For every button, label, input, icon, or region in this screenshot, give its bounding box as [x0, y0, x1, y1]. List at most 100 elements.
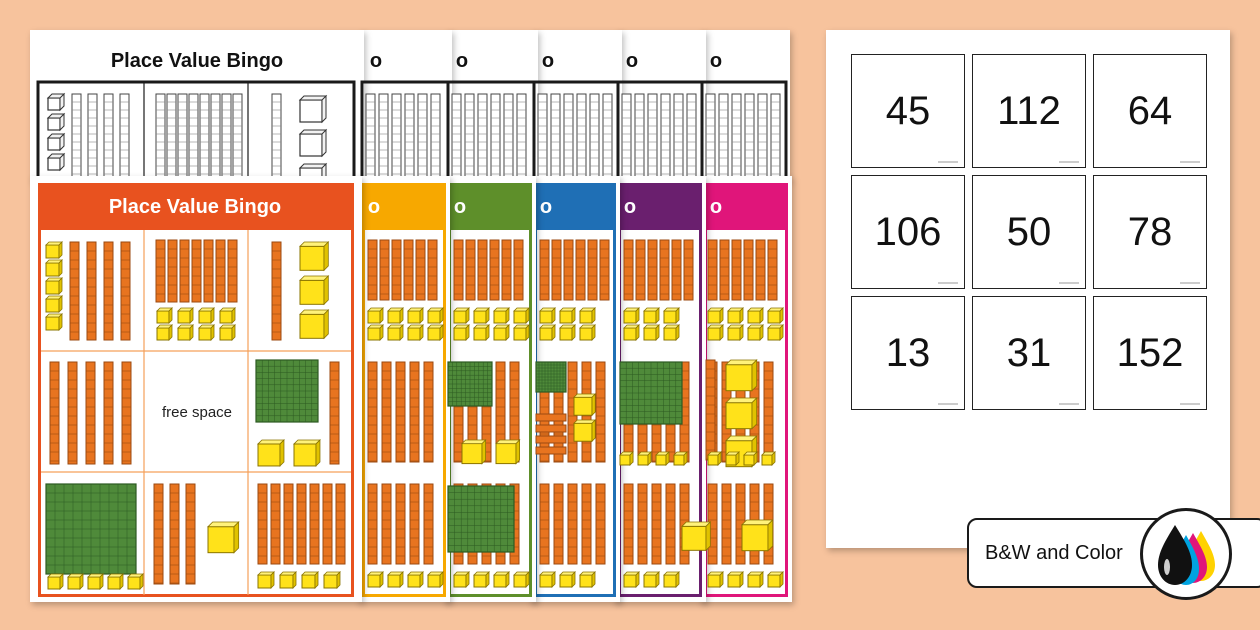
card-footer-mark — [1180, 161, 1200, 163]
unit-cube — [299, 279, 325, 305]
ten-rod — [283, 483, 294, 565]
unit-cube — [623, 310, 637, 324]
unit-cube — [767, 574, 781, 588]
unit-cube-side — [168, 307, 173, 324]
calling-card-number: 112 — [997, 88, 1061, 133]
bw-unit-cube-face — [46, 112, 66, 132]
color-sheet-title-fragment: o — [623, 196, 637, 218]
unit-cube — [45, 244, 60, 259]
unit-cube-side — [655, 324, 660, 341]
ten-rod — [270, 483, 281, 565]
card-footer-mark — [1180, 282, 1200, 284]
unit-cube-side — [59, 573, 64, 590]
ten-rod — [427, 239, 438, 301]
unit-cube — [198, 310, 212, 324]
unit-cube — [643, 310, 657, 324]
bw-sheet-title-fragment: o — [541, 50, 555, 72]
ten-rod — [167, 239, 178, 303]
calling-card-number: 78 — [1127, 209, 1173, 254]
unit-cube-side — [189, 324, 194, 341]
card-footer-mark — [1059, 282, 1079, 284]
bw-unit-cube-face — [46, 92, 66, 112]
ten-rod — [153, 483, 164, 585]
ten-rod — [539, 483, 550, 565]
unit-cube-side — [571, 571, 576, 588]
unit-cube — [473, 574, 487, 588]
ten-rod — [215, 239, 226, 303]
unit-cube-side — [485, 571, 490, 588]
unit-cube — [573, 422, 593, 442]
unit-cube — [741, 524, 769, 552]
ten-rod — [755, 239, 766, 301]
unit-cube-side — [675, 571, 680, 588]
unit-cube-side — [379, 571, 384, 588]
unit-cube — [67, 576, 81, 590]
ten-rod — [551, 239, 562, 301]
unit-cube — [637, 454, 649, 466]
ten-rod — [257, 483, 268, 565]
unit-cube — [387, 574, 401, 588]
unit-cube — [493, 327, 507, 341]
unit-cube — [559, 310, 573, 324]
unit-cube-side — [279, 439, 285, 467]
ten-rod — [296, 483, 307, 565]
ten-rod — [391, 239, 402, 301]
calling-card: 50 — [972, 175, 1086, 289]
unit-cube — [559, 574, 573, 588]
ten-rod — [309, 483, 320, 565]
unit-cube-side — [515, 439, 520, 465]
unit-cube-side — [231, 324, 236, 341]
unit-cube — [453, 574, 467, 588]
unit-cube-side — [270, 571, 275, 589]
unit-cube — [367, 574, 381, 588]
unit-cube-side — [58, 295, 63, 313]
unit-cube — [177, 310, 191, 324]
bw-sheet-title-fragment: o — [709, 50, 723, 72]
unit-cube-side — [210, 324, 215, 341]
unit-cube — [707, 327, 721, 341]
unit-cube — [47, 576, 61, 590]
unit-cube-side — [779, 307, 784, 324]
unit-cube-side — [525, 571, 530, 588]
unit-cube-side — [481, 439, 486, 465]
unit-cube — [45, 262, 60, 277]
unit-cube-side — [647, 451, 652, 466]
ten-rod — [367, 361, 378, 463]
ten-rod — [567, 483, 578, 565]
ten-rod — [409, 361, 420, 463]
unit-cube-side — [551, 307, 556, 324]
unit-cube — [539, 310, 553, 324]
unit-cube-side — [655, 571, 660, 588]
unit-cube — [45, 316, 60, 331]
unit-cube-side — [505, 324, 510, 341]
unit-cube — [663, 574, 677, 588]
bw-unit-cube-face — [298, 128, 328, 158]
ten-rod — [395, 361, 406, 463]
unit-cube-side — [399, 571, 404, 588]
ten-rod — [379, 239, 390, 301]
ten-rod — [553, 483, 564, 565]
unit-cube-side — [551, 571, 556, 588]
ten-rod — [423, 483, 434, 565]
unit-cube-side — [315, 439, 321, 467]
unit-cube-side — [439, 324, 444, 341]
unit-cube — [727, 310, 741, 324]
bw-unit-cube-face — [46, 132, 66, 152]
unit-cube-side — [139, 573, 144, 590]
unit-cube — [767, 310, 781, 324]
unit-cube-side — [751, 397, 758, 430]
unit-cube-side — [759, 307, 764, 324]
ten-rod — [465, 239, 476, 301]
unit-cube-side — [168, 324, 173, 341]
ten-rod — [671, 239, 682, 301]
unit-cube — [707, 310, 721, 324]
unit-cube-side — [683, 451, 688, 466]
unit-cube-side — [719, 571, 724, 588]
calling-card-number: 106 — [874, 209, 942, 254]
calling-card: 152 — [1093, 296, 1207, 410]
calling-card: 45 — [851, 54, 965, 168]
unit-cube-side — [759, 324, 764, 341]
unit-cube — [725, 402, 753, 430]
unit-cube — [156, 310, 170, 324]
unit-cube — [725, 454, 737, 466]
